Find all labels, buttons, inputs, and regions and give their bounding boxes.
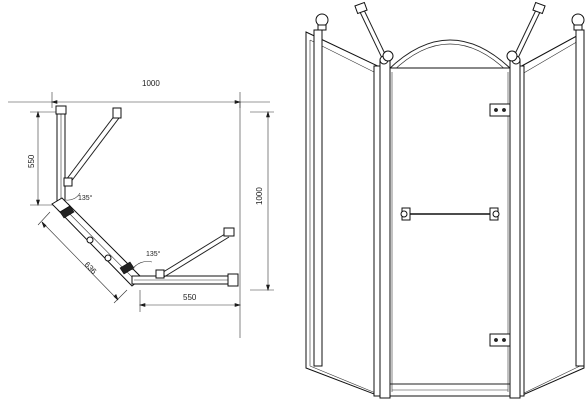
right-fixed-panel bbox=[515, 29, 585, 398]
dim-left-label: 550 bbox=[27, 154, 36, 168]
door-arch bbox=[387, 39, 513, 71]
hinge-top bbox=[489, 103, 511, 117]
left-ball-finial bbox=[315, 13, 394, 62]
dimension-right: 1000 bbox=[239, 102, 274, 338]
hinge-bottom bbox=[489, 333, 511, 347]
diagonal-door-profile bbox=[51, 197, 143, 287]
left-wall-profile bbox=[55, 105, 122, 209]
dimension-top: 1000 bbox=[8, 79, 270, 108]
dimension-left: 550 bbox=[27, 110, 60, 207]
angle-lower-label: 135° bbox=[146, 250, 161, 258]
left-support-arm bbox=[354, 1, 389, 65]
left-fixed-panel bbox=[305, 29, 383, 398]
bottom-wall-profile bbox=[131, 227, 239, 287]
towel-bar bbox=[400, 207, 500, 221]
dim-diagonal-label: 636 bbox=[83, 260, 99, 276]
plan-view: 1000 1000 550 550 bbox=[8, 79, 274, 338]
dim-right-label: 1000 bbox=[255, 187, 264, 205]
dim-top-label: 1000 bbox=[142, 79, 160, 88]
dim-bottom-label: 550 bbox=[183, 293, 197, 302]
right-ball-finial bbox=[506, 13, 585, 62]
elevation-view bbox=[305, 1, 585, 399]
angle-upper-label: 135° bbox=[78, 194, 93, 202]
dimension-bottom: 550 bbox=[138, 290, 242, 312]
angle-markers: 135° 135° bbox=[65, 192, 161, 271]
